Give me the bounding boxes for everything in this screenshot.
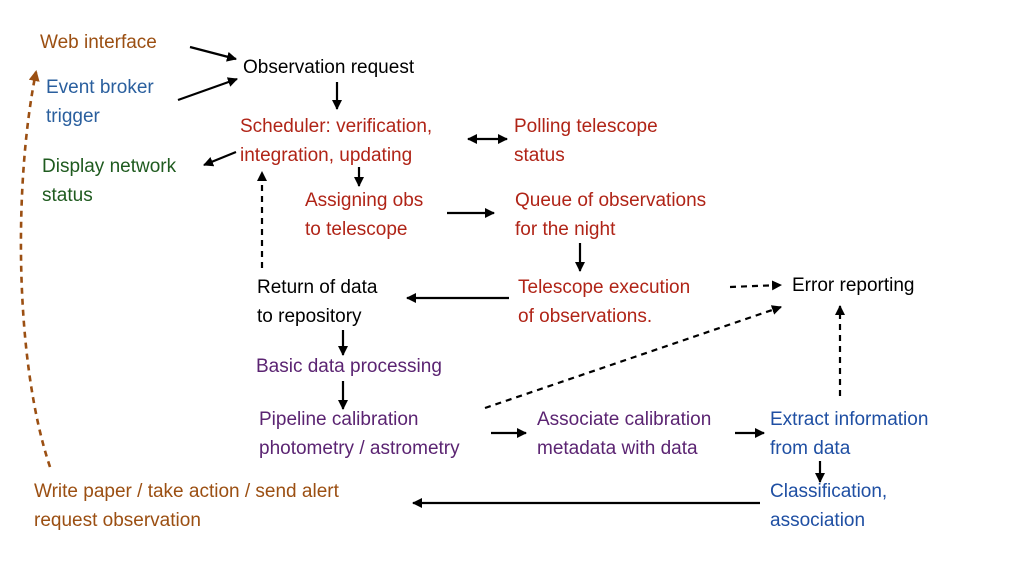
node-queue-of-observations: Queue of observations for the night — [515, 186, 706, 244]
node-text-line: Return of data — [257, 277, 378, 298]
node-polling-telescope-status: Polling telescope status — [514, 112, 658, 170]
node-text-line: Telescope execution — [518, 277, 691, 298]
node-text-line: Scheduler: verification, — [240, 116, 433, 137]
node-extract-information: Extract information from data — [770, 405, 928, 463]
node-text-line: association — [770, 510, 866, 531]
node-text-line: Associate calibration — [537, 409, 712, 430]
node-text-line: Event broker — [46, 77, 154, 98]
node-text-line: metadata with data — [537, 438, 698, 459]
node-text-line: request observation — [34, 510, 201, 531]
node-observation-request: Observation request — [243, 53, 414, 82]
arrow-feedback-write-to-web — [19, 70, 52, 468]
node-text-line: Queue of observations — [515, 190, 707, 211]
node-basic-data-processing: Basic data processing — [256, 352, 442, 381]
node-text-line: Polling telescope — [514, 116, 658, 137]
arrow-web-to-request — [189, 45, 237, 62]
node-text-line: to repository — [257, 306, 362, 327]
node-write-paper: Write paper / take action / send alert r… — [34, 477, 339, 535]
node-scheduler: Scheduler: verification, integration, up… — [240, 112, 432, 170]
node-text-line: Error reporting — [792, 275, 915, 296]
node-assigning-obs: Assigning obs to telescope — [305, 186, 423, 244]
node-error-reporting: Error reporting — [792, 271, 915, 300]
node-pipeline-calibration: Pipeline calibration photometry / astrom… — [259, 405, 460, 463]
node-text-line: from data — [770, 438, 851, 459]
arrow-execution-to-error — [729, 280, 782, 291]
arrow-pipeline-to-error — [484, 305, 782, 410]
node-text-line: Display network — [42, 156, 177, 177]
node-text-line: to telescope — [305, 219, 408, 240]
node-text-line: integration, updating — [240, 145, 413, 166]
node-text-line: status — [514, 145, 565, 166]
node-text-line: Assigning obs — [305, 190, 424, 211]
arrow-broker-to-request — [177, 77, 238, 102]
arrow-scheduler-to-display — [203, 150, 237, 167]
node-text-line: Extract information — [770, 409, 929, 430]
node-text-line: for the night — [515, 219, 616, 240]
node-text-line: photometry / astrometry — [259, 438, 460, 459]
node-display-network-status: Display network status — [42, 152, 176, 210]
node-return-of-data: Return of data to repository — [257, 273, 377, 331]
node-text-line: trigger — [46, 106, 100, 127]
node-associate-calibration: Associate calibration metadata with data — [537, 405, 711, 463]
node-text-line: Basic data processing — [256, 356, 442, 377]
node-telescope-execution: Telescope execution of observations. — [518, 273, 690, 331]
node-text-line: Web interface — [40, 32, 157, 53]
node-web-interface: Web interface — [40, 28, 157, 57]
node-text-line: Pipeline calibration — [259, 409, 419, 430]
node-classification: Classification, association — [770, 477, 887, 535]
node-text-line: status — [42, 185, 93, 206]
node-event-broker-trigger: Event broker trigger — [46, 73, 154, 131]
node-text-line: Classification, — [770, 481, 888, 502]
node-text-line: Write paper / take action / send alert — [34, 481, 339, 502]
node-text-line: of observations. — [518, 306, 653, 327]
node-text-line: Observation request — [243, 57, 415, 78]
